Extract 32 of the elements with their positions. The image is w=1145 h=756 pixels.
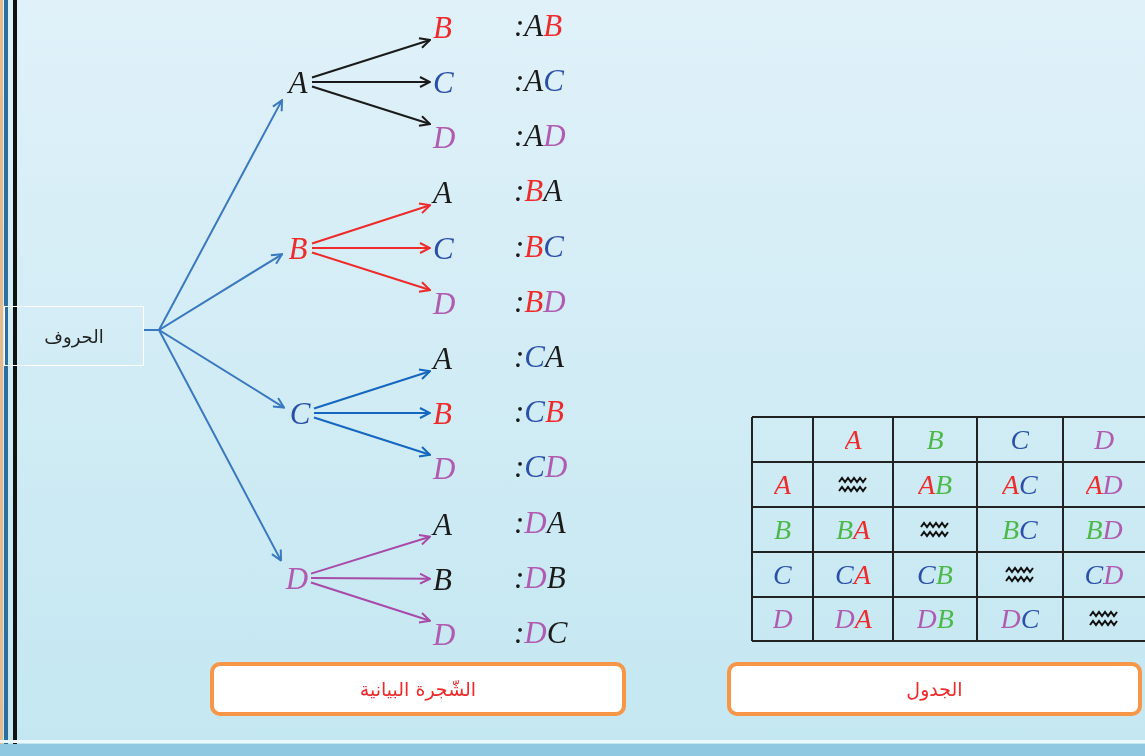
- letter-label: D: [284, 561, 310, 595]
- letter-label: A: [433, 175, 509, 209]
- arrow: [310, 581, 431, 624]
- letter-label: C: [287, 396, 313, 430]
- arrow: [311, 85, 431, 127]
- letter-label: A: [433, 507, 509, 541]
- letter-label: A: [285, 65, 311, 99]
- root-box: الحروف: [4, 306, 144, 366]
- caption-box: الجدول: [727, 662, 1142, 716]
- arrow: [310, 533, 431, 575]
- arrow: [311, 242, 431, 254]
- letter-label: B: [433, 562, 509, 596]
- arrow: [143, 329, 282, 562]
- letter-label: B: [433, 396, 509, 430]
- letter-label: B: [433, 10, 509, 44]
- letter-label: D: [433, 120, 509, 154]
- letter-label: D: [433, 286, 509, 320]
- letter-label: C: [433, 65, 509, 99]
- arrow: [310, 572, 431, 585]
- arrow: [311, 202, 431, 245]
- arrow: [311, 76, 431, 88]
- letter-label: D: [433, 617, 509, 651]
- arrow: [311, 251, 431, 293]
- letter-label: C: [433, 231, 509, 265]
- arrow: [313, 416, 431, 458]
- letter-label: B: [285, 231, 311, 265]
- letter-label: A: [433, 341, 509, 375]
- arrow: [313, 407, 431, 419]
- arrow: [313, 368, 431, 410]
- letter-label: D: [433, 451, 509, 485]
- caption-box: الشّجرة البيانية: [210, 662, 626, 716]
- arrow: [311, 37, 431, 79]
